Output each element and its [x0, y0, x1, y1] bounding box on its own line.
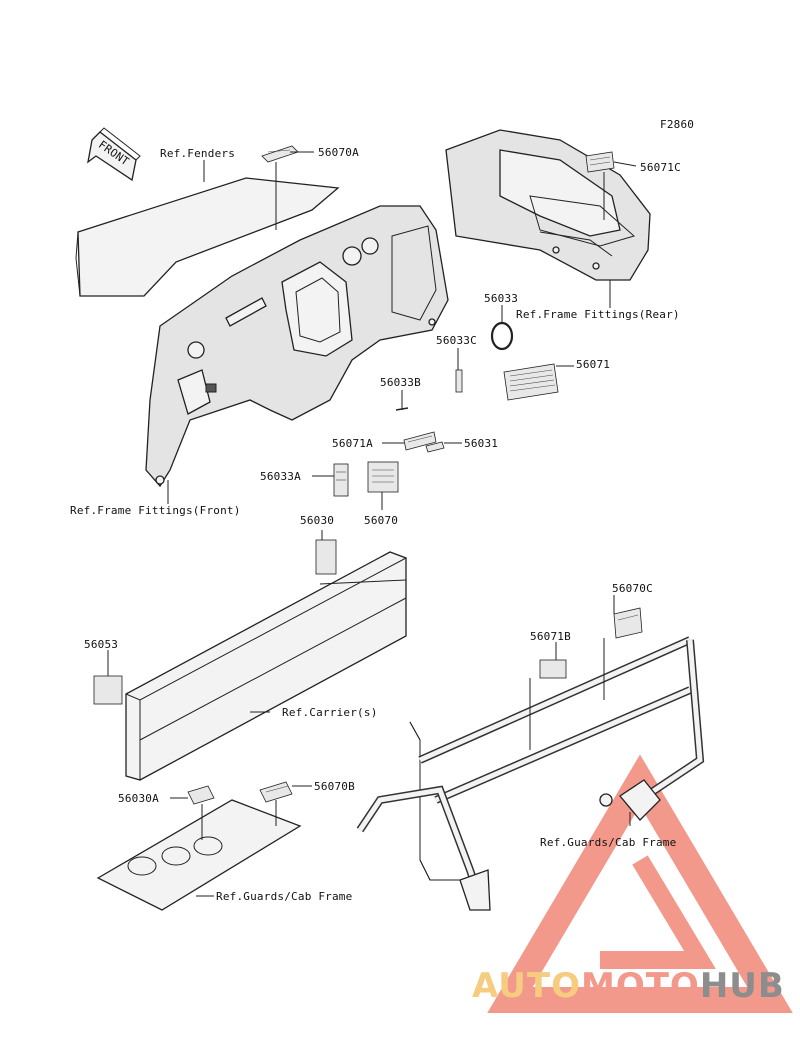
decal-56070 [367, 461, 399, 493]
cab-frame [356, 636, 705, 911]
watermark-inner-mark [600, 855, 716, 969]
decal-56031 [425, 441, 445, 453]
label-ref-carrier: Ref.Carrier(s) [282, 706, 378, 719]
label-ref-frame-front: Ref.Frame Fittings(Front) [70, 504, 241, 517]
switch-panel [225, 297, 267, 327]
leader-lines [107, 151, 637, 897]
fender-panel [77, 177, 340, 297]
decal-56070A [261, 145, 299, 163]
front-direction-arrow: FRONT [87, 127, 141, 182]
decal-56030 [315, 539, 337, 575]
label-56033: 56033 [484, 292, 518, 305]
decal-56071A [403, 431, 437, 451]
label-56070B: 56070B [314, 780, 355, 793]
mount-bolt [592, 262, 600, 270]
gauge-right [361, 237, 379, 255]
gauge-left [342, 246, 362, 266]
watermark-part-hub: HUB [700, 966, 785, 1006]
clamp-56033 [490, 321, 514, 351]
rear-panel-recess [499, 149, 621, 237]
decal-56033A [333, 463, 349, 497]
label-ref-guards-right: Ref.Guards/Cab Frame [540, 836, 676, 849]
label-56033A: 56033A [260, 470, 301, 483]
frame-mount [619, 779, 661, 821]
figure-code: F2860 [660, 118, 694, 131]
label-56030: 56030 [300, 514, 334, 527]
label-56070C: 56070C [612, 582, 653, 595]
lower-dash-pocket [177, 369, 211, 415]
vent-left [187, 341, 205, 359]
floor-panel [96, 799, 302, 911]
dash-switch [205, 383, 217, 393]
label-56033C: 56033C [436, 334, 477, 347]
label-56030A: 56030A [118, 792, 159, 805]
decal-56070B [259, 781, 293, 803]
carrier-beam [125, 551, 407, 781]
watermark-logo: AUTOMOTOHUB [472, 754, 793, 1013]
label-56033B: 56033B [380, 376, 421, 389]
decal-56071 [503, 363, 559, 401]
frame-bolt [599, 793, 613, 807]
strip-56033C [455, 369, 463, 393]
label-56071C: 56071C [640, 161, 681, 174]
decal-56070C [613, 607, 643, 639]
carrier-side-panel [125, 551, 407, 781]
label-56053: 56053 [84, 638, 118, 651]
rear-panel-assembly [445, 129, 651, 281]
decal-56071B [539, 659, 567, 679]
decal-56071C [585, 151, 615, 173]
floor-plate [96, 799, 302, 911]
label-56070: 56070 [364, 514, 398, 527]
frame-mount [459, 869, 491, 911]
label-56070A: 56070A [318, 146, 359, 159]
decal-56030A [187, 785, 215, 805]
label-56071A: 56071A [332, 437, 373, 450]
watermark-part-auto: AUTO [472, 966, 581, 1006]
watermark-text: AUTOMOTOHUB [472, 966, 785, 1006]
watermark-triangle [487, 754, 793, 1013]
callout-labels: Ref.Fenders 56070A 56071C 56033 Ref.Fram… [70, 146, 681, 903]
mount-bolt [428, 318, 436, 326]
label-56071: 56071 [576, 358, 610, 371]
decal-56053 [93, 675, 123, 705]
label-ref-frame-rear: Ref.Frame Fittings(Rear) [516, 308, 680, 321]
label-56071B: 56071B [530, 630, 571, 643]
label-ref-fenders: Ref.Fenders [160, 147, 235, 160]
dashboard-assembly [75, 177, 449, 488]
mount-bolt [552, 246, 560, 254]
watermark-part-moto: MOTO [581, 966, 700, 1006]
label-ref-guards-left: Ref.Guards/Cab Frame [216, 890, 352, 903]
mount-bolt [155, 475, 165, 485]
label-56031: 56031 [464, 437, 498, 450]
